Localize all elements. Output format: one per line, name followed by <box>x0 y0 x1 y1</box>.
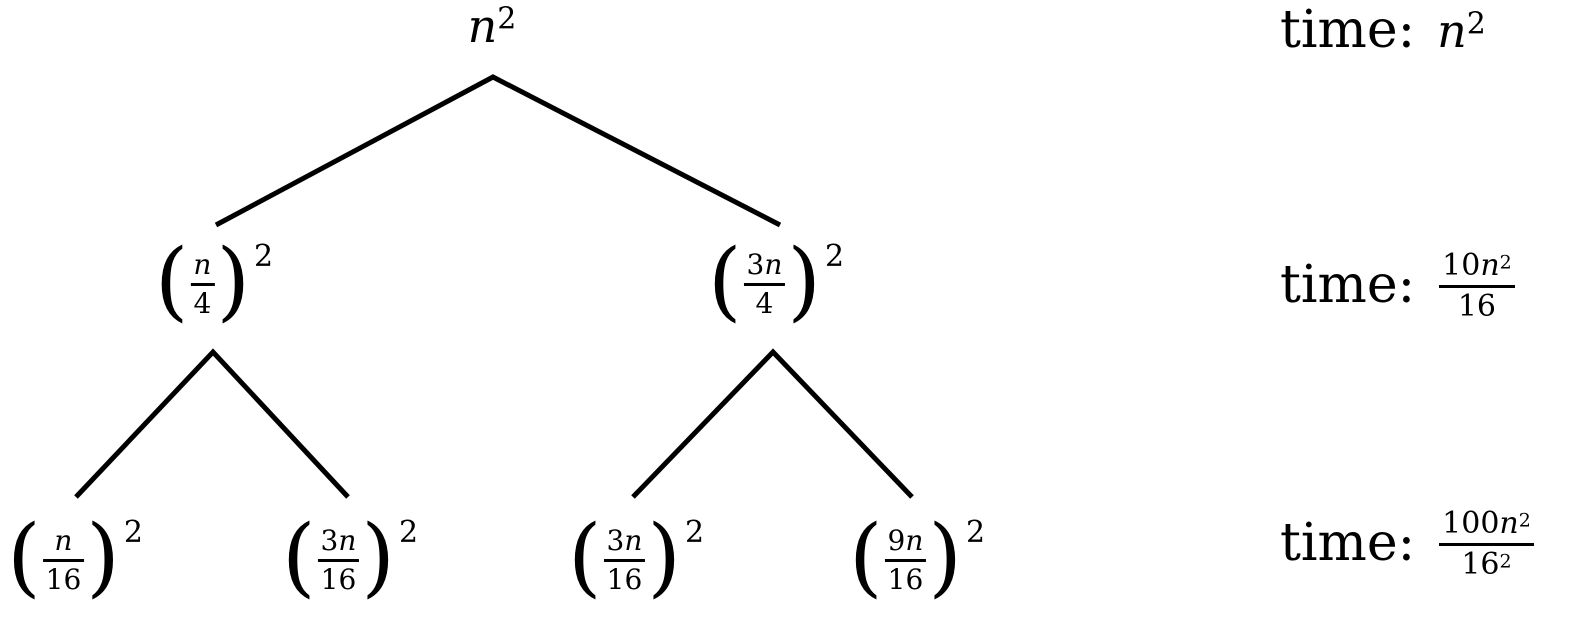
fraction: n 16 <box>42 526 85 596</box>
numerator-exponent: 2 <box>1518 509 1531 532</box>
numerator: 100n2 <box>1439 508 1534 540</box>
tree-leaf-3: ( 3n 16 ) 2 <box>567 507 705 607</box>
tree-root-node: n2 <box>468 0 517 53</box>
right-paren: ) <box>928 507 962 607</box>
left-paren: ( <box>7 507 41 607</box>
fraction-bar <box>42 558 85 562</box>
time-row-level2: time: 100n2 162 <box>1280 498 1536 590</box>
fraction: 3n 16 <box>317 526 360 596</box>
denominator: 4 <box>755 286 774 320</box>
time-label: time: <box>1280 255 1416 316</box>
right-paren: ) <box>86 507 120 607</box>
denominator: 162 <box>1458 546 1514 582</box>
tree-node-level1-right: ( 3n 4 ) 2 <box>707 231 845 331</box>
numerator-coefficient: 3 <box>746 248 765 282</box>
numerator-variable: n <box>54 524 73 558</box>
denominator: 16 <box>606 562 643 596</box>
left-paren: ( <box>281 507 316 607</box>
time-fraction: 10n2 16 <box>1439 250 1515 322</box>
tree-leaf-1: ( n 16 ) 2 <box>7 507 143 607</box>
numerator: 9n <box>885 526 927 555</box>
denominator-exponent: 2 <box>1499 549 1512 572</box>
time-variable: n <box>1437 4 1467 58</box>
denominator-value: 16 <box>1457 288 1497 324</box>
fraction-bar <box>190 282 215 286</box>
exponent: 2 <box>254 239 274 274</box>
numerator-coefficient: 10 <box>1442 248 1481 283</box>
exponent: 2 <box>824 239 845 274</box>
exponent: 2 <box>684 515 705 550</box>
numerator-coefficient: 3 <box>320 524 339 558</box>
root-exponent: 2 <box>497 1 517 37</box>
denominator: 16 <box>1455 288 1499 324</box>
left-subtree-edges <box>74 348 350 499</box>
time-label: time: <box>1280 513 1416 574</box>
fraction-bar <box>603 558 646 562</box>
numerator-variable: n <box>905 524 924 558</box>
numerator-variable: n <box>193 248 212 282</box>
right-paren: ) <box>647 507 681 607</box>
denominator: 16 <box>45 562 82 596</box>
fraction: 9n 16 <box>884 526 927 596</box>
fraction-bar <box>1439 284 1515 288</box>
tree-leaf-4: ( 9n 16 ) 2 <box>848 507 986 607</box>
fraction: 3n 16 <box>603 526 646 596</box>
exponent: 2 <box>965 515 986 550</box>
time-exponent: 2 <box>1466 6 1486 42</box>
root-variable: n <box>467 0 498 53</box>
right-paren: ) <box>361 507 395 607</box>
left-paren: ( <box>848 507 883 607</box>
exponent: 2 <box>123 515 143 550</box>
numerator-coefficient: 3 <box>606 524 625 558</box>
denominator: 16 <box>320 562 357 596</box>
numerator: n <box>51 526 75 555</box>
numerator: 10n2 <box>1439 250 1515 282</box>
numerator-exponent: 2 <box>1499 251 1512 274</box>
numerator: 3n <box>604 526 646 555</box>
exponent: 2 <box>398 515 419 550</box>
numerator-variable: n <box>624 524 643 558</box>
numerator: 3n <box>744 250 786 279</box>
right-paren: ) <box>216 231 251 331</box>
fraction-bar <box>1439 542 1534 546</box>
left-paren: ( <box>154 231 189 331</box>
denominator: 16 <box>887 562 924 596</box>
right-subtree-edges <box>631 348 914 499</box>
right-paren: ) <box>787 231 821 331</box>
numerator-variable: n <box>338 524 357 558</box>
fraction: n 4 <box>190 250 215 320</box>
time-row-level0: time: n2 <box>1280 0 1486 60</box>
time-row-level1: time: 10n2 16 <box>1280 240 1517 332</box>
numerator-variable: n <box>1499 506 1519 541</box>
time-expression: n2 <box>1437 5 1486 58</box>
left-paren: ( <box>707 231 742 331</box>
numerator: 3n <box>318 526 360 555</box>
fraction: 3n 4 <box>743 250 786 320</box>
numerator-variable: n <box>1480 248 1500 283</box>
denominator-value: 16 <box>1461 546 1500 582</box>
fraction-bar <box>317 558 360 562</box>
numerator-coefficient: 100 <box>1442 506 1500 541</box>
tree-leaf-2: ( 3n 16 ) 2 <box>281 507 419 607</box>
time-label: time: <box>1280 0 1416 60</box>
denominator: 4 <box>193 286 212 320</box>
time-fraction: 100n2 162 <box>1439 508 1534 580</box>
fraction-bar <box>743 282 786 286</box>
numerator-coefficient: 9 <box>887 524 906 558</box>
numerator-variable: n <box>764 248 783 282</box>
fraction-bar <box>884 558 927 562</box>
left-paren: ( <box>567 507 602 607</box>
root-edges <box>214 74 782 228</box>
tree-node-level1-left: ( n 4 ) 2 <box>154 231 274 331</box>
numerator: n <box>190 250 214 279</box>
